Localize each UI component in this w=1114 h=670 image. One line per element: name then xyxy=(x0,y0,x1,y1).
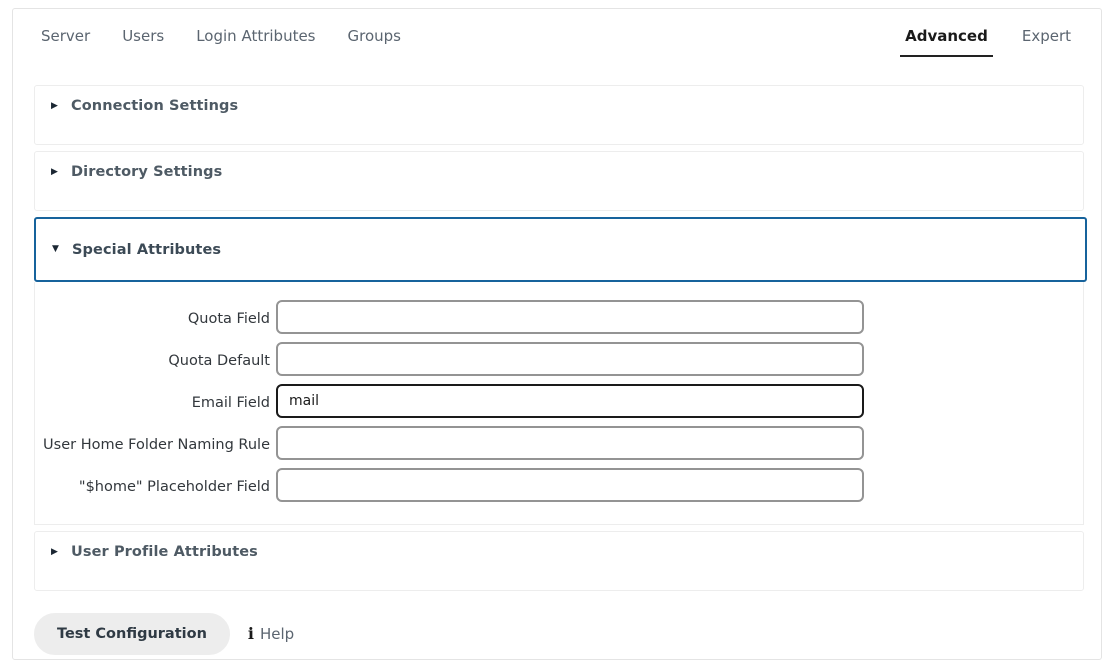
input-email-field[interactable] xyxy=(276,384,864,418)
chevron-right-icon xyxy=(51,102,63,111)
section-header-special-attributes[interactable]: Special Attributes xyxy=(36,219,1085,280)
section-title-user-profile-attributes: User Profile Attributes xyxy=(71,544,258,560)
section-title-connection-settings: Connection Settings xyxy=(71,98,239,114)
label-email-field: Email Field xyxy=(191,395,270,411)
label-home-placeholder-field: "$home" Placeholder Field xyxy=(78,479,270,495)
form-row-quota-default: Quota Default xyxy=(35,342,1083,376)
input-quota-field[interactable] xyxy=(276,300,864,334)
primary-tabs: Server Users Login Attributes Groups xyxy=(31,21,423,51)
section-user-profile-attributes[interactable]: User Profile Attributes xyxy=(34,531,1084,591)
tab-bar: Server Users Login Attributes Groups Adv… xyxy=(13,9,1101,61)
input-quota-default[interactable] xyxy=(276,342,864,376)
section-directory-settings[interactable]: Directory Settings xyxy=(34,151,1084,211)
test-configuration-button[interactable]: Test Configuration xyxy=(34,613,230,655)
chevron-right-icon xyxy=(51,548,63,557)
settings-accordion: Connection Settings Directory Settings S… xyxy=(34,85,1087,597)
tab-advanced[interactable]: Advanced xyxy=(897,21,996,57)
section-header-user-profile-attributes[interactable]: User Profile Attributes xyxy=(35,532,1083,572)
chevron-right-icon xyxy=(51,168,63,177)
tab-login-attributes[interactable]: Login Attributes xyxy=(196,27,316,45)
form-row-user-home-folder-naming-rule: User Home Folder Naming Rule xyxy=(35,426,1083,460)
chevron-down-icon xyxy=(52,245,64,254)
tab-groups[interactable]: Groups xyxy=(347,27,401,45)
footer-actions: Test Configuration i Help xyxy=(34,613,294,655)
settings-container: Server Users Login Attributes Groups Adv… xyxy=(12,8,1102,660)
label-user-home-folder-naming-rule: User Home Folder Naming Rule xyxy=(43,437,270,453)
section-title-directory-settings: Directory Settings xyxy=(71,164,223,180)
help-link[interactable]: i Help xyxy=(248,625,294,643)
tab-users[interactable]: Users xyxy=(122,27,165,45)
section-header-directory-settings[interactable]: Directory Settings xyxy=(35,152,1083,192)
label-quota-field: Quota Field xyxy=(187,311,270,327)
section-header-connection-settings[interactable]: Connection Settings xyxy=(35,86,1083,126)
help-label: Help xyxy=(260,625,295,643)
section-connection-settings[interactable]: Connection Settings xyxy=(34,85,1084,145)
section-title-special-attributes: Special Attributes xyxy=(72,241,222,258)
special-attributes-form: Quota Field Quota Default Email Field Us… xyxy=(34,282,1084,525)
section-special-attributes[interactable]: Special Attributes xyxy=(34,217,1087,282)
form-row-home-placeholder-field: "$home" Placeholder Field xyxy=(35,468,1083,502)
form-row-quota-field: Quota Field xyxy=(35,300,1083,334)
input-user-home-folder-naming-rule[interactable] xyxy=(276,426,864,460)
info-icon: i xyxy=(247,624,254,643)
mode-tabs: Advanced Expert xyxy=(879,21,1079,57)
tab-expert[interactable]: Expert xyxy=(1021,27,1071,45)
input-home-placeholder-field[interactable] xyxy=(276,468,864,502)
label-quota-default: Quota Default xyxy=(168,353,270,369)
tab-server[interactable]: Server xyxy=(41,27,91,45)
form-row-email-field: Email Field xyxy=(35,384,1083,418)
